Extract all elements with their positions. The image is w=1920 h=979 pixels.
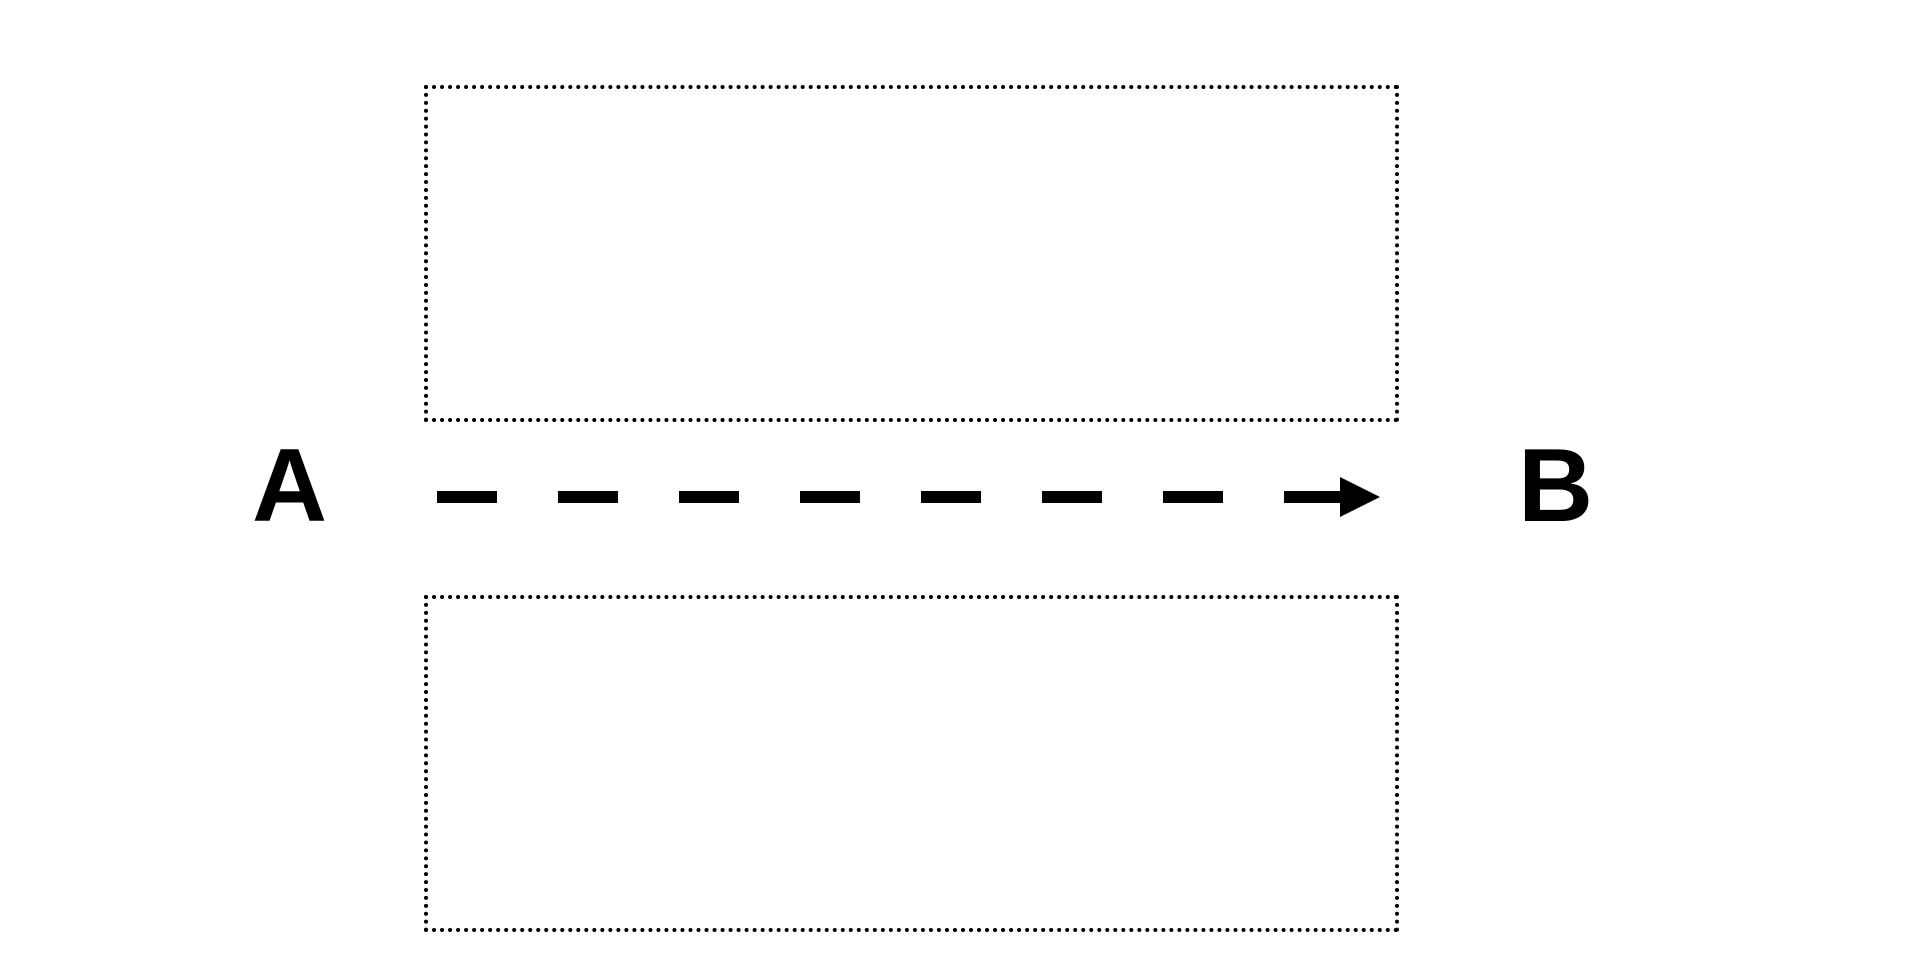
node-label-a: A <box>252 428 328 544</box>
node-label-b: B <box>1518 428 1594 544</box>
top-dotted-region <box>424 85 1399 422</box>
bottom-dotted-region <box>424 595 1399 932</box>
arrowhead-icon <box>1340 477 1380 517</box>
